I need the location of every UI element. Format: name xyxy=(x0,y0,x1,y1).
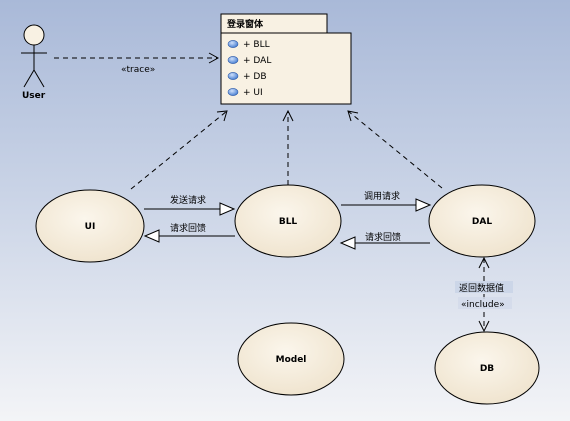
dependency-line xyxy=(130,110,228,190)
edge-arrowhead xyxy=(415,198,432,212)
dependency-arrowhead xyxy=(282,109,294,122)
edge-arrowhead xyxy=(219,202,236,216)
package-body xyxy=(220,32,352,105)
stereotype-label: «include» xyxy=(461,300,505,310)
dependency-arrowhead xyxy=(347,110,359,122)
edge-label-backdrop xyxy=(455,281,513,293)
usecase-label: BLL xyxy=(279,217,298,227)
bll-package-dependency[interactable] xyxy=(282,109,294,185)
package-item[interactable]: + BLL xyxy=(227,40,270,50)
usecase-dal[interactable]: DAL xyxy=(428,184,536,258)
package-item-label: + UI xyxy=(243,88,263,98)
edge-arrowhead xyxy=(143,229,160,243)
trace-edge[interactable]: «trace» xyxy=(54,52,220,75)
package-item[interactable]: + DAL xyxy=(227,56,271,66)
usecase-ellipse xyxy=(234,184,342,258)
edge-label: 请求回馈 xyxy=(170,222,206,234)
usecase-ellipse xyxy=(35,189,145,263)
usecase-label: UI xyxy=(85,222,96,232)
dal-package-dependency[interactable] xyxy=(347,110,443,189)
actor-head xyxy=(23,24,45,46)
class-icon xyxy=(227,72,239,80)
actor-name: User xyxy=(22,91,46,101)
usecase-bll[interactable]: BLL xyxy=(234,184,342,258)
edge-label: 调用请求 xyxy=(364,190,400,202)
usecase-db[interactable]: DB xyxy=(434,331,540,405)
usecase-ellipse xyxy=(434,331,540,405)
package-item-label: + DB xyxy=(243,72,267,82)
dependency-arrowhead xyxy=(216,110,228,122)
dependency-line xyxy=(347,110,443,189)
ui-package-dependency[interactable] xyxy=(130,110,228,190)
class-icon xyxy=(227,88,239,96)
usecase-ellipse xyxy=(428,184,536,258)
bll-to-ui-edge[interactable]: 请求回馈 xyxy=(143,222,235,243)
edge-arrowhead-bottom xyxy=(478,320,490,333)
trace-label: «trace» xyxy=(121,65,155,75)
package-item-label: + DAL xyxy=(243,56,271,66)
dal-to-bll-edge[interactable]: 请求回馈 xyxy=(339,231,430,250)
ui-to-bll-edge[interactable]: 发送请求 xyxy=(144,194,236,216)
actor-left-leg xyxy=(23,69,35,88)
package-item[interactable]: + UI xyxy=(227,88,263,98)
package-item[interactable]: + DB xyxy=(227,72,267,82)
actor-right-leg xyxy=(33,69,45,88)
usecase-ui[interactable]: UI xyxy=(35,189,145,263)
class-icon xyxy=(227,40,239,48)
edge-label: 发送请求 xyxy=(170,194,206,206)
stereotype-backdrop xyxy=(458,297,512,309)
bll-to-dal-edge[interactable]: 调用请求 xyxy=(341,190,432,212)
package-item-label: + BLL xyxy=(243,40,270,50)
usecase-label: Model xyxy=(276,355,307,365)
trace-arrowhead xyxy=(208,52,220,64)
package-title: 登录窗体 xyxy=(226,18,264,30)
usecase-model[interactable]: Model xyxy=(237,322,345,396)
db-dal-edge[interactable]: 返回数据值 «include» xyxy=(455,256,513,333)
edge-label: 请求回馈 xyxy=(365,231,401,243)
usecase-label: DB xyxy=(480,364,494,374)
edge-arrowhead xyxy=(339,236,356,250)
edge-arrowhead-top xyxy=(478,256,490,269)
usecase-ellipse xyxy=(237,322,345,396)
class-icon xyxy=(227,56,239,64)
actor-user[interactable]: User xyxy=(21,24,47,101)
usecase-label: DAL xyxy=(472,217,492,227)
edge-label: 返回数据值 xyxy=(459,282,504,294)
package-login-form[interactable]: 登录窗体 + BLL + DAL + DB + UI xyxy=(220,13,352,105)
